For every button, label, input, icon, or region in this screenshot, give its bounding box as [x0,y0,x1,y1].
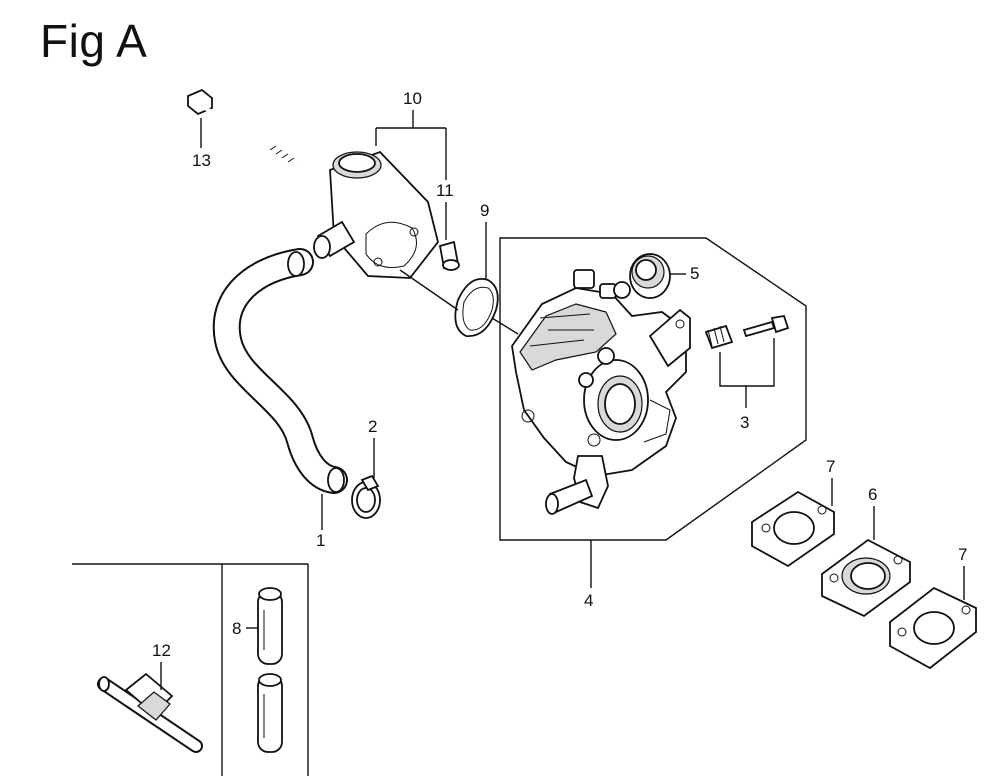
callout-11: 11 [436,181,454,200]
part-8-hose-pieces [257,587,283,753]
part-1-fuel-hose [212,248,348,494]
part-9-gasket [454,278,499,337]
callout-10: 10 [403,89,422,108]
callout-5: 5 [690,264,699,283]
callout-13: 13 [192,151,211,170]
part-7b-gasket [889,586,977,670]
callout-12: 12 [152,641,171,660]
figure-title: Fig A [40,15,148,67]
callout-6: 6 [868,485,877,504]
callout-7a: 7 [826,457,835,476]
part-12-fuel-filter [97,672,203,753]
callout-2: 2 [368,417,377,436]
part-13-bolt [187,88,300,168]
part-2-hose-clip [351,474,381,519]
part-3-screw-spring [704,314,790,350]
callout-1: 1 [316,531,325,550]
assembly-outline-4 [499,237,807,541]
callout-4: 4 [584,591,593,610]
part-11-pin [438,240,460,271]
callout-9: 9 [480,201,489,220]
part-4-carburetor [511,269,691,515]
inset-frame [72,563,309,776]
part-6-insulator [821,538,911,618]
callout-3: 3 [740,413,749,432]
callout-7b: 7 [958,545,967,564]
part-10-joint-housing [313,150,439,279]
part-7a-gasket [751,490,835,568]
part-5-seal [629,253,671,299]
callout-8: 8 [232,619,241,638]
